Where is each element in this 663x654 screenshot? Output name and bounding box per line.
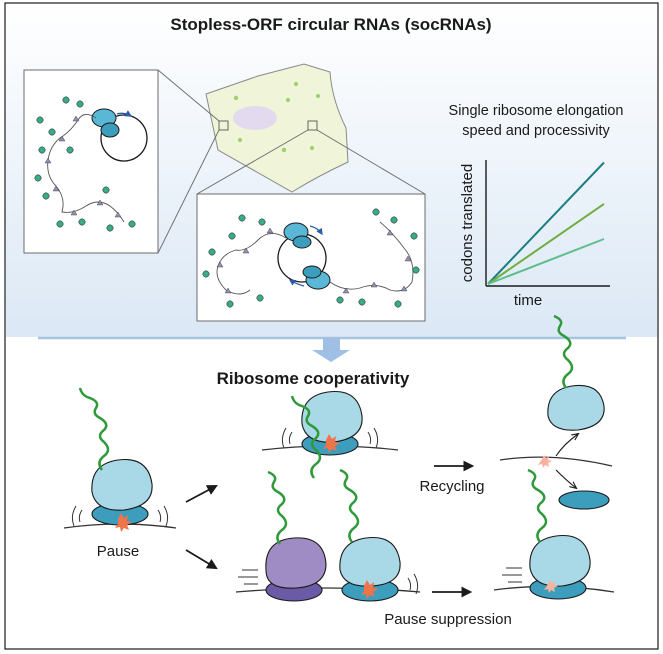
arrow-to-collision-lower <box>185 549 218 570</box>
cell-spots <box>233 82 320 153</box>
recycling-label: Recycling <box>419 478 484 495</box>
plot-caption-line2: speed and processivity <box>462 123 610 139</box>
series-layer <box>487 161 605 285</box>
zoom-box-left <box>218 120 229 131</box>
pause-suppression-label: Pause suppression <box>384 611 512 628</box>
pause-suppressed-ribosome <box>493 468 615 600</box>
collided-ribosomes <box>235 468 421 602</box>
series-line-2 <box>487 203 605 285</box>
series-line-3 <box>487 238 605 285</box>
recycling-ribosome <box>261 390 399 479</box>
recycled-subunits <box>499 314 613 510</box>
top-panel-title: Stopless-ORF circular RNAs (socRNAs) <box>170 15 491 34</box>
x-axis-label: time <box>514 292 542 309</box>
paused-ribosome <box>63 387 177 532</box>
series-line-1 <box>487 161 605 285</box>
cell <box>205 63 349 193</box>
down-arrow <box>312 338 350 362</box>
plot-caption-line1: Single ribosome elongation <box>449 103 624 119</box>
nucleus <box>233 106 277 130</box>
elongation-chart: time codons translated <box>459 160 610 309</box>
socrna-inset-multiple <box>196 193 426 322</box>
bottom-panel-title: Ribosome cooperativity <box>217 369 410 388</box>
socrna-single-ribosome <box>34 96 148 232</box>
socrna-two-ribosomes <box>202 208 420 308</box>
y-axis-label: codons translated <box>459 164 476 282</box>
arrow-to-collision-upper <box>185 484 218 503</box>
zoom-lines <box>157 69 426 254</box>
socrna-inset-single <box>23 69 159 254</box>
pause-label: Pause <box>97 543 140 560</box>
zoom-box-right <box>307 120 318 131</box>
